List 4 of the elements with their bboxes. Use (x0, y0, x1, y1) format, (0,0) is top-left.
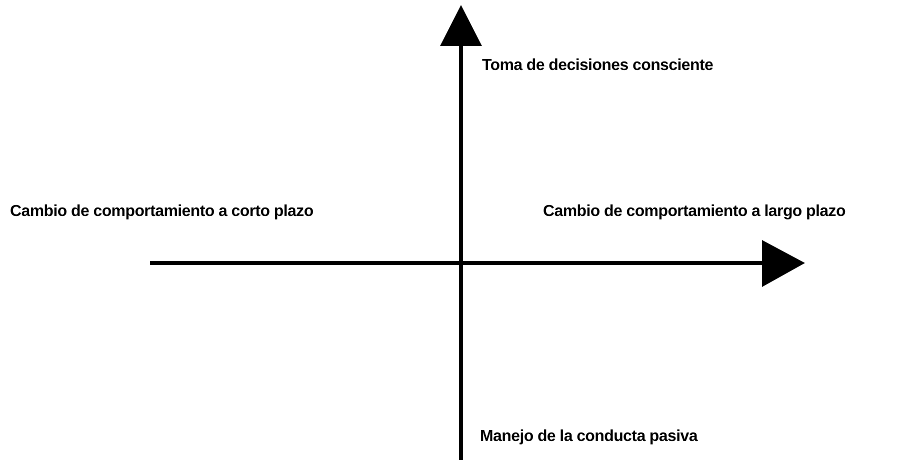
axis-label: Manejo de la conducta pasiva (480, 428, 698, 446)
axis-label: Cambio de comportamiento a largo plazo (543, 203, 846, 221)
axis-label: Cambio de comportamiento a corto plazo (10, 203, 314, 221)
axis-label: Toma de decisiones consciente (482, 57, 714, 75)
